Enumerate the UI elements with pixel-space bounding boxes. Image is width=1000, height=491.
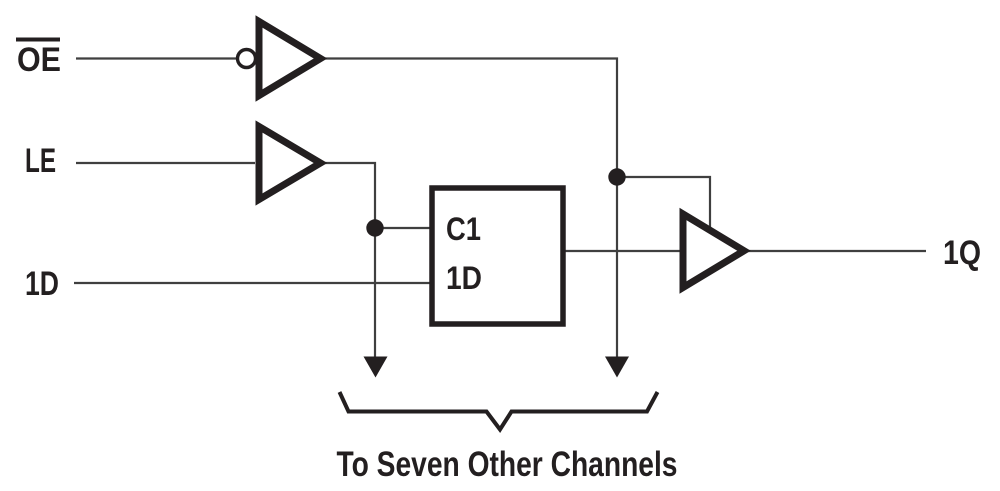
wire-output-enable-feed [617,175,712,229]
latch-box [429,185,566,327]
latch-clock-label: C1 [446,211,481,247]
le-buffer-triangle-icon [255,120,328,206]
solid-layer [16,37,629,378]
oe-inverter-triangle-icon [255,15,328,102]
wire-le-buffer-output-branch [321,161,377,357]
junction-dot-oe-branch [608,168,626,186]
junction-dot-le-branch [366,219,384,237]
wire-oe-buffer-output-branch [323,57,619,357]
brace-icon [337,391,660,434]
diagram-caption: To Seven Other Channels [337,445,678,484]
oe-input-label: OE [17,41,61,79]
q-output-label: 1Q [943,234,981,272]
arrow-down-icon-le-branch [363,356,388,378]
d-input-label: 1D [25,265,59,303]
le-input-label: LE [25,142,56,180]
wire-layer [74,57,926,357]
text-layer: OE LE 1D 1Q C1 1D To Seven Other Channel… [17,41,981,484]
oe-overline [16,37,60,42]
latch-data-label: 1D [446,260,482,296]
oe-inverter-bubble-icon [235,47,258,70]
arrow-down-icon-oe-branch [605,356,629,378]
symbol-layer [235,15,751,434]
output-buffer-triangle-icon [679,207,751,294]
